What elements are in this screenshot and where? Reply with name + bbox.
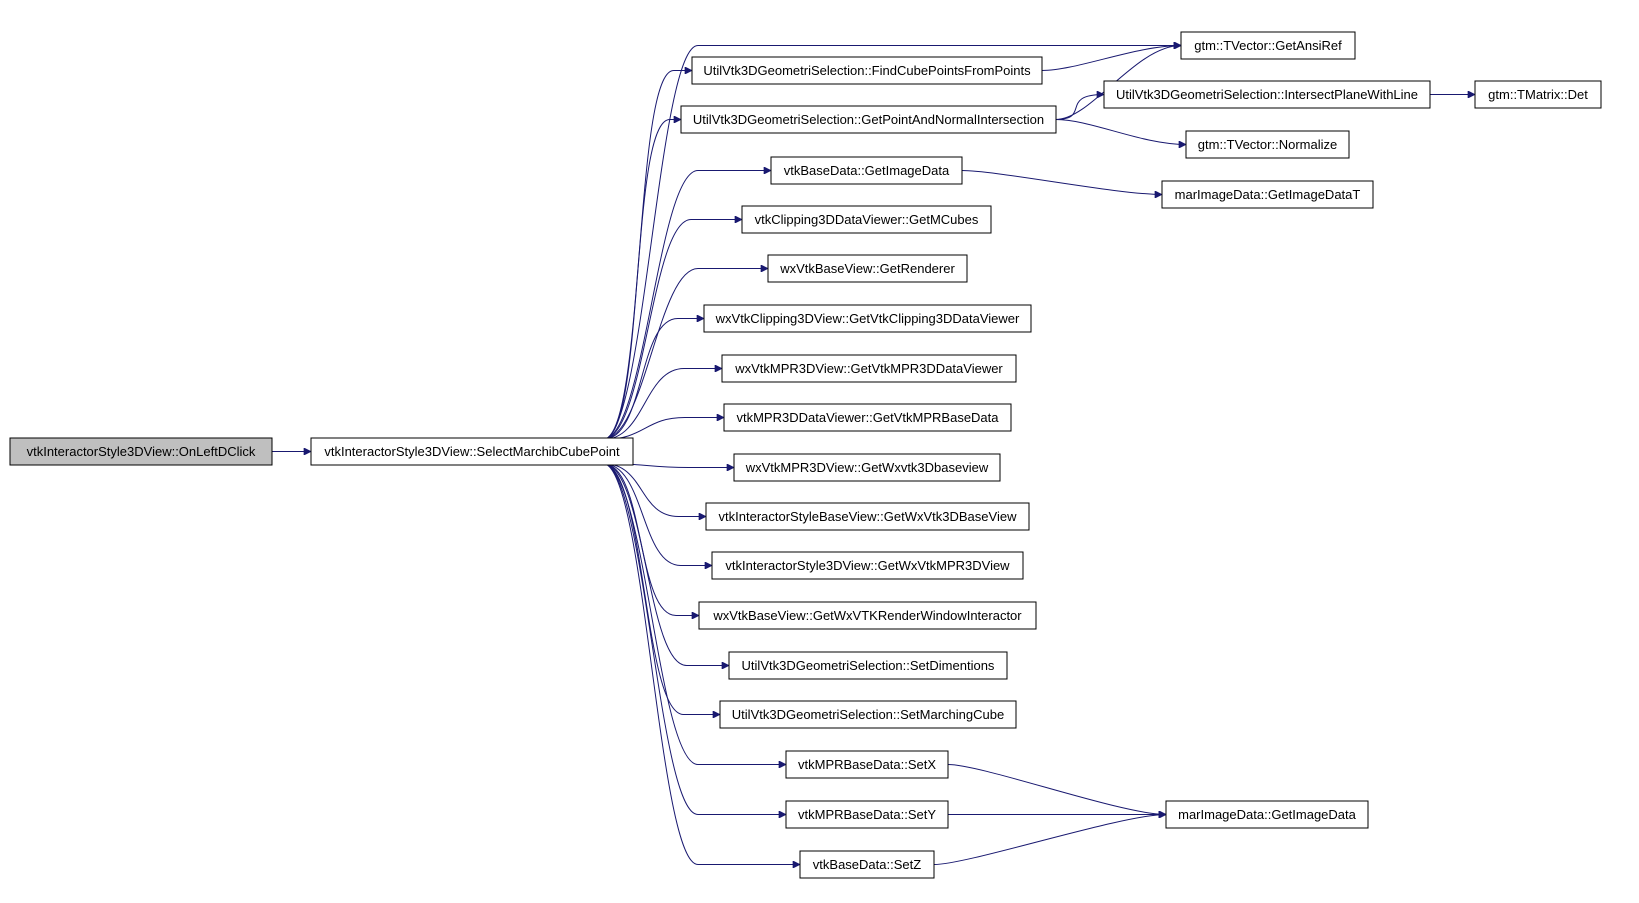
node-box (691, 56, 1043, 85)
node-getwxvtk3dbase[interactable]: vtkInteractorStyleBaseView::GetWxVtk3DBa… (705, 502, 1030, 531)
node-box (1161, 180, 1374, 209)
node-box (785, 750, 949, 779)
node-selectmarch[interactable]: vtkInteractorStyle3DView::SelectMarchibC… (310, 437, 634, 466)
node-label: wxVtkClipping3DView::GetVtkClipping3DDat… (715, 311, 1020, 326)
node-label: vtkClipping3DDataViewer::GetMCubes (755, 212, 979, 227)
edge-selectmarch-to-setz (602, 463, 800, 865)
node-onleftdclick[interactable]: vtkInteractorStyle3DView::OnLeftDClick (9, 437, 273, 466)
node-label: gtm::TVector::GetAnsiRef (1194, 38, 1342, 53)
edge-selectmarch-to-getimagedata_base (602, 171, 771, 440)
node-getimagedata_mar[interactable]: marImageData::GetImageData (1165, 800, 1369, 829)
node-label: marImageData::GetImageDataT (1175, 187, 1361, 202)
node-setz[interactable]: vtkBaseData::SetZ (799, 850, 935, 879)
node-getrenderer[interactable]: wxVtkBaseView::GetRenderer (767, 254, 968, 283)
node-setdimentions[interactable]: UtilVtk3DGeometriSelection::SetDimention… (728, 651, 1008, 680)
node-label: vtkBaseData::GetImageData (784, 163, 950, 178)
edge-selectmarch-to-setdimentions (602, 463, 729, 666)
node-box (1474, 80, 1602, 109)
edge-selectmarch-to-getpointnormal (602, 120, 681, 440)
node-box (310, 437, 634, 466)
node-label: vtkInteractorStyle3DView::OnLeftDClick (27, 444, 256, 459)
node-getwxmpr3d[interactable]: vtkInteractorStyle3DView::GetWxVtkMPR3DV… (711, 551, 1024, 580)
node-getwxvtk3dbaseview[interactable]: wxVtkMPR3DView::GetWxvtk3Dbaseview (733, 453, 1001, 482)
node-label: vtkBaseData::SetZ (813, 857, 921, 872)
edge-selectmarch-to-getwxmpr3d (602, 463, 712, 566)
node-box (680, 105, 1057, 134)
node-label: vtkMPR3DDataViewer::GetVtkMPRBaseData (736, 410, 999, 425)
node-box (698, 601, 1037, 630)
node-label: vtkMPRBaseData::SetX (798, 757, 936, 772)
edge-setx-to-getimagedata_mar (947, 764, 1166, 815)
node-setmarching[interactable]: UtilVtk3DGeometriSelection::SetMarchingC… (719, 700, 1017, 729)
edge-selectmarch-to-getwxvtk3dbase (602, 463, 706, 517)
node-getmprbasedata[interactable]: vtkMPR3DDataViewer::GetVtkMPRBaseData (723, 403, 1012, 432)
edge-selectmarch-to-getmcubes (602, 220, 742, 440)
edge-selectmarch-to-setmarching (602, 463, 720, 715)
node-label: vtkInteractorStyle3DView::SelectMarchibC… (324, 444, 620, 459)
node-box (1103, 80, 1431, 109)
node-label: gtm::TVector::Normalize (1198, 137, 1337, 152)
node-getpointnormal[interactable]: UtilVtk3DGeometriSelection::GetPointAndN… (680, 105, 1057, 134)
node-getrenderwin[interactable]: wxVtkBaseView::GetWxVTKRenderWindowInter… (698, 601, 1037, 630)
node-box (723, 403, 1012, 432)
node-box (9, 437, 273, 466)
node-box (728, 651, 1008, 680)
node-label: UtilVtk3DGeometriSelection::IntersectPla… (1116, 87, 1418, 102)
node-getmprviewer[interactable]: wxVtkMPR3DView::GetVtkMPR3DDataViewer (721, 354, 1017, 383)
edge-getpointnormal-to-normalize (1055, 119, 1186, 145)
node-box (703, 304, 1032, 333)
edge-selectmarch-to-setx (602, 463, 786, 765)
node-box (1185, 130, 1350, 159)
node-box (741, 205, 992, 234)
edge-setz-to-getimagedata_mar (933, 815, 1166, 865)
edge-getpointnormal-to-intersectplane (1055, 95, 1104, 120)
node-box (721, 354, 1017, 383)
edge-selectmarch-to-getrenderwin (602, 463, 699, 616)
node-setx[interactable]: vtkMPRBaseData::SetX (785, 750, 949, 779)
node-getclipviewer[interactable]: wxVtkClipping3DView::GetVtkClipping3DDat… (703, 304, 1032, 333)
node-box (770, 156, 963, 185)
node-label: marImageData::GetImageData (1178, 807, 1357, 822)
node-getansiref[interactable]: gtm::TVector::GetAnsiRef (1180, 31, 1356, 60)
node-label: UtilVtk3DGeometriSelection::SetDimention… (742, 658, 995, 673)
node-det[interactable]: gtm::TMatrix::Det (1474, 80, 1602, 109)
node-label: UtilVtk3DGeometriSelection::SetMarchingC… (732, 707, 1004, 722)
edge-selectmarch-to-getrenderer (602, 269, 768, 440)
node-box (799, 850, 935, 879)
node-label: wxVtkBaseView::GetWxVTKRenderWindowInter… (712, 608, 1022, 623)
node-label: vtkInteractorStyleBaseView::GetWxVtk3DBa… (719, 509, 1018, 524)
node-sety[interactable]: vtkMPRBaseData::SetY (785, 800, 949, 829)
node-box (1165, 800, 1369, 829)
node-label: gtm::TMatrix::Det (1488, 87, 1588, 102)
edges-layer (272, 46, 1475, 865)
node-label: vtkMPRBaseData::SetY (798, 807, 936, 822)
node-label: wxVtkBaseView::GetRenderer (779, 261, 955, 276)
node-box (767, 254, 968, 283)
edge-selectmarch-to-sety (602, 463, 786, 815)
node-label: UtilVtk3DGeometriSelection::FindCubePoin… (703, 63, 1031, 78)
edge-selectmarch-to-findcube (602, 71, 692, 440)
edge-findcube-to-getansiref (1041, 46, 1181, 71)
node-intersectplane[interactable]: UtilVtk3DGeometriSelection::IntersectPla… (1103, 80, 1431, 109)
node-label: wxVtkMPR3DView::GetWxvtk3Dbaseview (745, 460, 989, 475)
node-box (719, 700, 1017, 729)
node-normalize[interactable]: gtm::TVector::Normalize (1185, 130, 1350, 159)
node-getimagedata_base[interactable]: vtkBaseData::GetImageData (770, 156, 963, 185)
edge-selectmarch-to-getmprviewer (602, 369, 722, 440)
node-label: UtilVtk3DGeometriSelection::GetPointAndN… (693, 112, 1044, 127)
node-box (711, 551, 1024, 580)
node-box (785, 800, 949, 829)
node-box (705, 502, 1030, 531)
edge-selectmarch-to-getclipviewer (602, 319, 704, 440)
node-box (1180, 31, 1356, 60)
node-getmcubes[interactable]: vtkClipping3DDataViewer::GetMCubes (741, 205, 992, 234)
node-label: wxVtkMPR3DView::GetVtkMPR3DDataViewer (734, 361, 1003, 376)
node-getimagedatat[interactable]: marImageData::GetImageDataT (1161, 180, 1374, 209)
node-label: vtkInteractorStyle3DView::GetWxVtkMPR3DV… (725, 558, 1010, 573)
node-box (733, 453, 1001, 482)
node-findcube[interactable]: UtilVtk3DGeometriSelection::FindCubePoin… (691, 56, 1043, 85)
edge-getimagedata_base-to-getimagedatat (961, 170, 1162, 195)
